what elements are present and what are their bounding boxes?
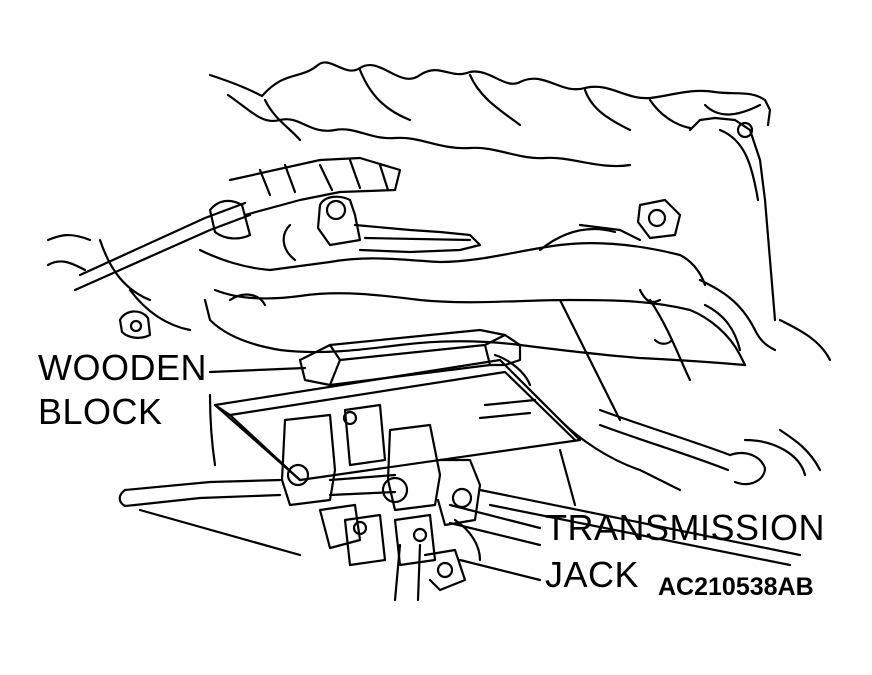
jack-base <box>120 395 800 565</box>
transmission-jack-leader-2 <box>450 523 540 545</box>
vehicle-body <box>210 62 830 360</box>
stabilizer-bar <box>560 300 820 490</box>
wooden-block <box>300 330 530 385</box>
transmission-jack-label-line2: JACK <box>545 554 640 595</box>
transmission-case <box>120 197 745 365</box>
wooden-block-leader <box>210 368 305 372</box>
leader-lines <box>210 368 575 580</box>
transmission-jack-label-line1: TRANSMISSION <box>545 507 826 548</box>
saddle-leader <box>560 450 575 505</box>
transmission-jack-leader-3 <box>460 560 540 580</box>
transmission-jack-leader-1 <box>450 505 540 528</box>
wooden-block-label-line1: WOODEN <box>38 347 207 388</box>
jack-mechanism <box>282 405 480 600</box>
wooden-block-label-line2: BLOCK <box>38 391 163 432</box>
drive-shaft <box>48 158 400 330</box>
figure-code: AC210538AB <box>658 573 814 601</box>
jack-saddle <box>215 360 580 480</box>
